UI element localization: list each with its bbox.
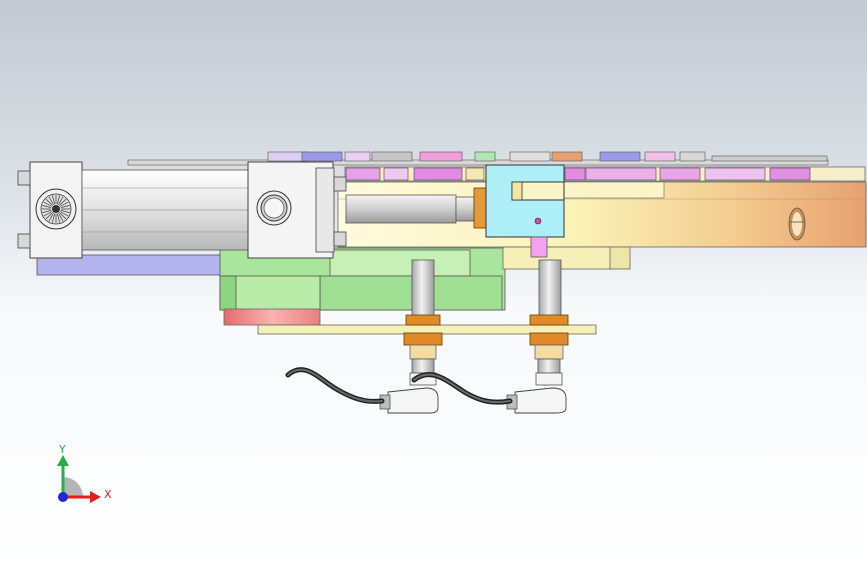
filter-spoke [56, 213, 60, 223]
triad-x-label: X [104, 488, 112, 501]
filter-spoke [60, 201, 69, 207]
cylinder-port-filter-icon [35, 188, 77, 230]
filter-spoke [59, 198, 67, 206]
filter-spoke [48, 213, 54, 222]
filter-spoke [48, 196, 54, 205]
red-pad[interactable] [223, 308, 321, 326]
air-cylinder[interactable] [17, 161, 347, 259]
green-mount-blocks[interactable] [219, 247, 506, 311]
filter-spoke [60, 205, 70, 209]
coordinate-triad [57, 455, 101, 503]
filter-spoke [56, 195, 60, 205]
cyan-slider-block[interactable] [485, 164, 565, 258]
sensor-cables [285, 367, 513, 405]
filter-spoke [60, 209, 70, 213]
filter-spoke [45, 212, 53, 220]
yellow-support-blocks[interactable] [502, 246, 631, 270]
filter-spoke [58, 213, 64, 222]
filter-spoke [52, 195, 56, 205]
sensor-right[interactable] [506, 259, 569, 414]
filter-spoke [43, 211, 52, 217]
filter-spoke [59, 212, 67, 220]
top-parts-strip [127, 151, 829, 166]
filter-spoke [42, 209, 52, 213]
filter-spoke [60, 211, 69, 217]
filter-spoke [42, 205, 52, 209]
sensor-left[interactable] [379, 259, 443, 414]
filter-spoke [43, 201, 52, 207]
upper-clamp-row [344, 166, 866, 182]
triad-y-label: Y [59, 443, 66, 456]
filter-spoke [52, 213, 56, 223]
filter-spoke [58, 196, 64, 205]
filter-spoke [45, 198, 53, 206]
piston-rod[interactable] [345, 187, 487, 229]
triad-z-axis [58, 492, 68, 502]
